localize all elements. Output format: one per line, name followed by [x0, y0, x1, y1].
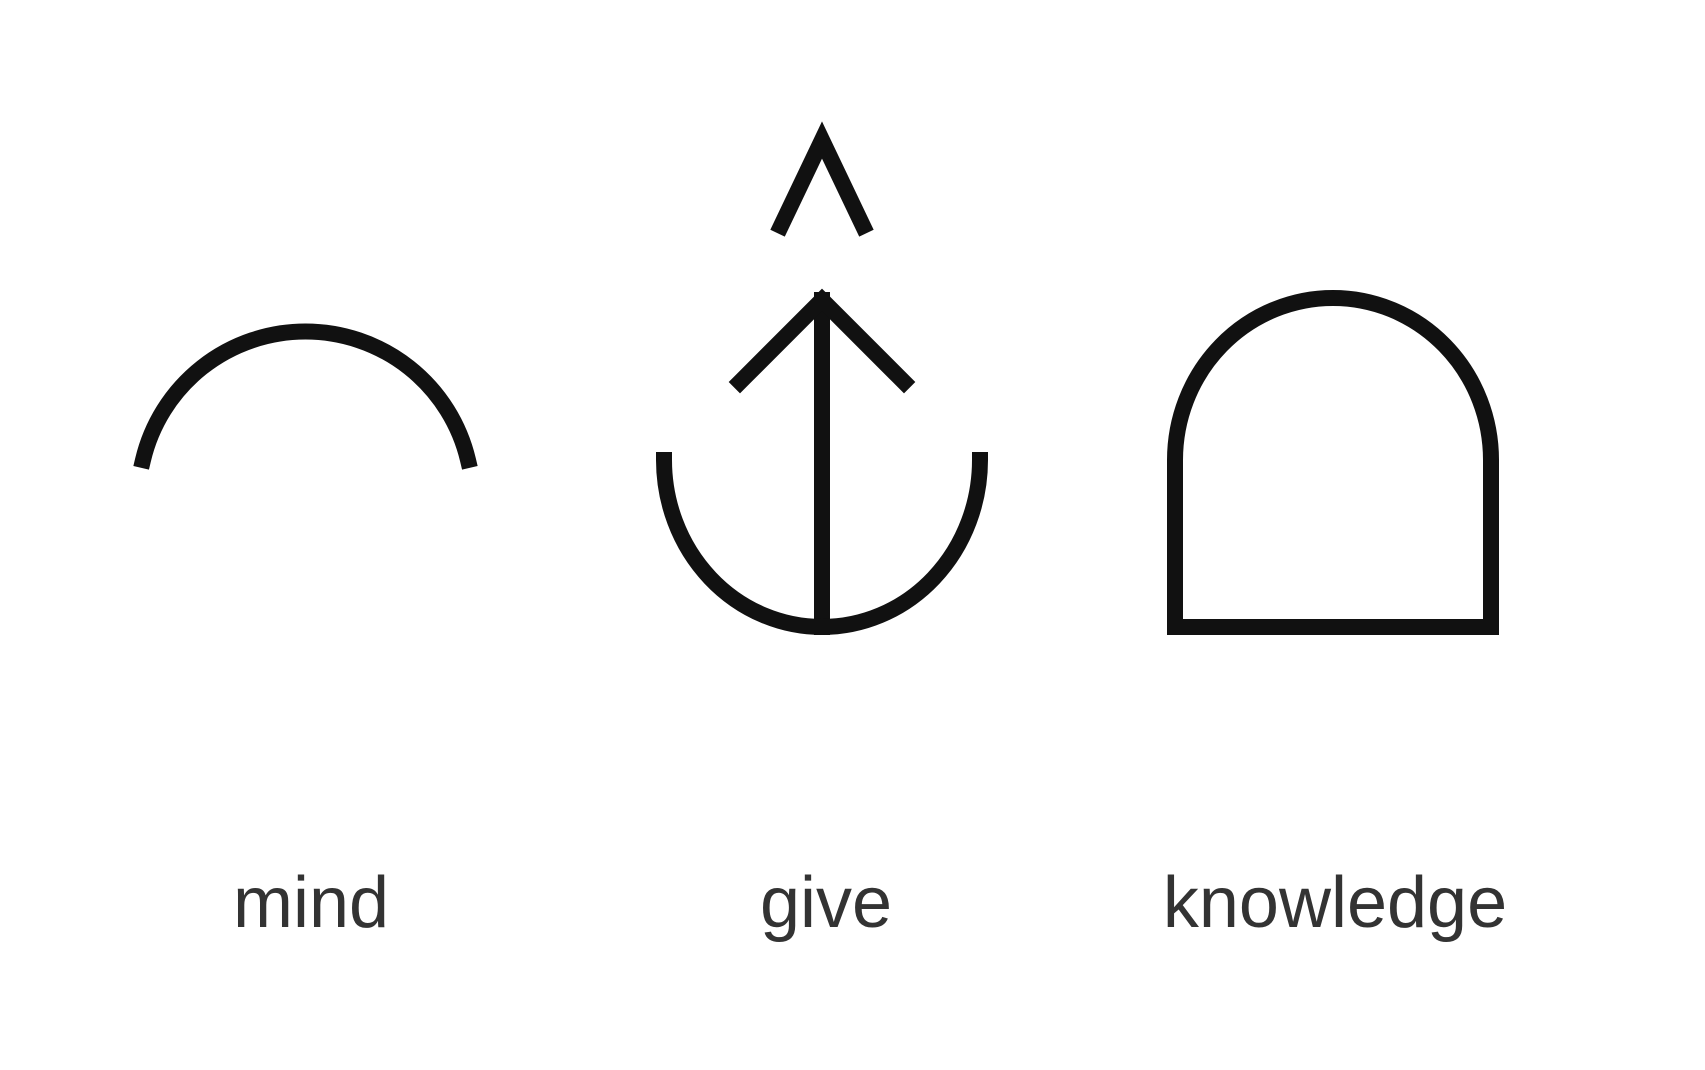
give-bowl: [655, 451, 989, 635]
open-arc-icon: [133, 323, 478, 470]
label-give: give: [759, 863, 893, 943]
knowledge-dome: [1167, 290, 1499, 635]
mind-arc: [133, 323, 478, 470]
label-mind: mind: [232, 863, 390, 943]
give-arrowhead: [728, 288, 916, 394]
give-caret: [770, 121, 874, 237]
dome-box-icon: [1167, 290, 1499, 635]
anchor-with-caret-icon: [655, 121, 989, 635]
label-knowledge: knowledge: [1162, 863, 1508, 943]
